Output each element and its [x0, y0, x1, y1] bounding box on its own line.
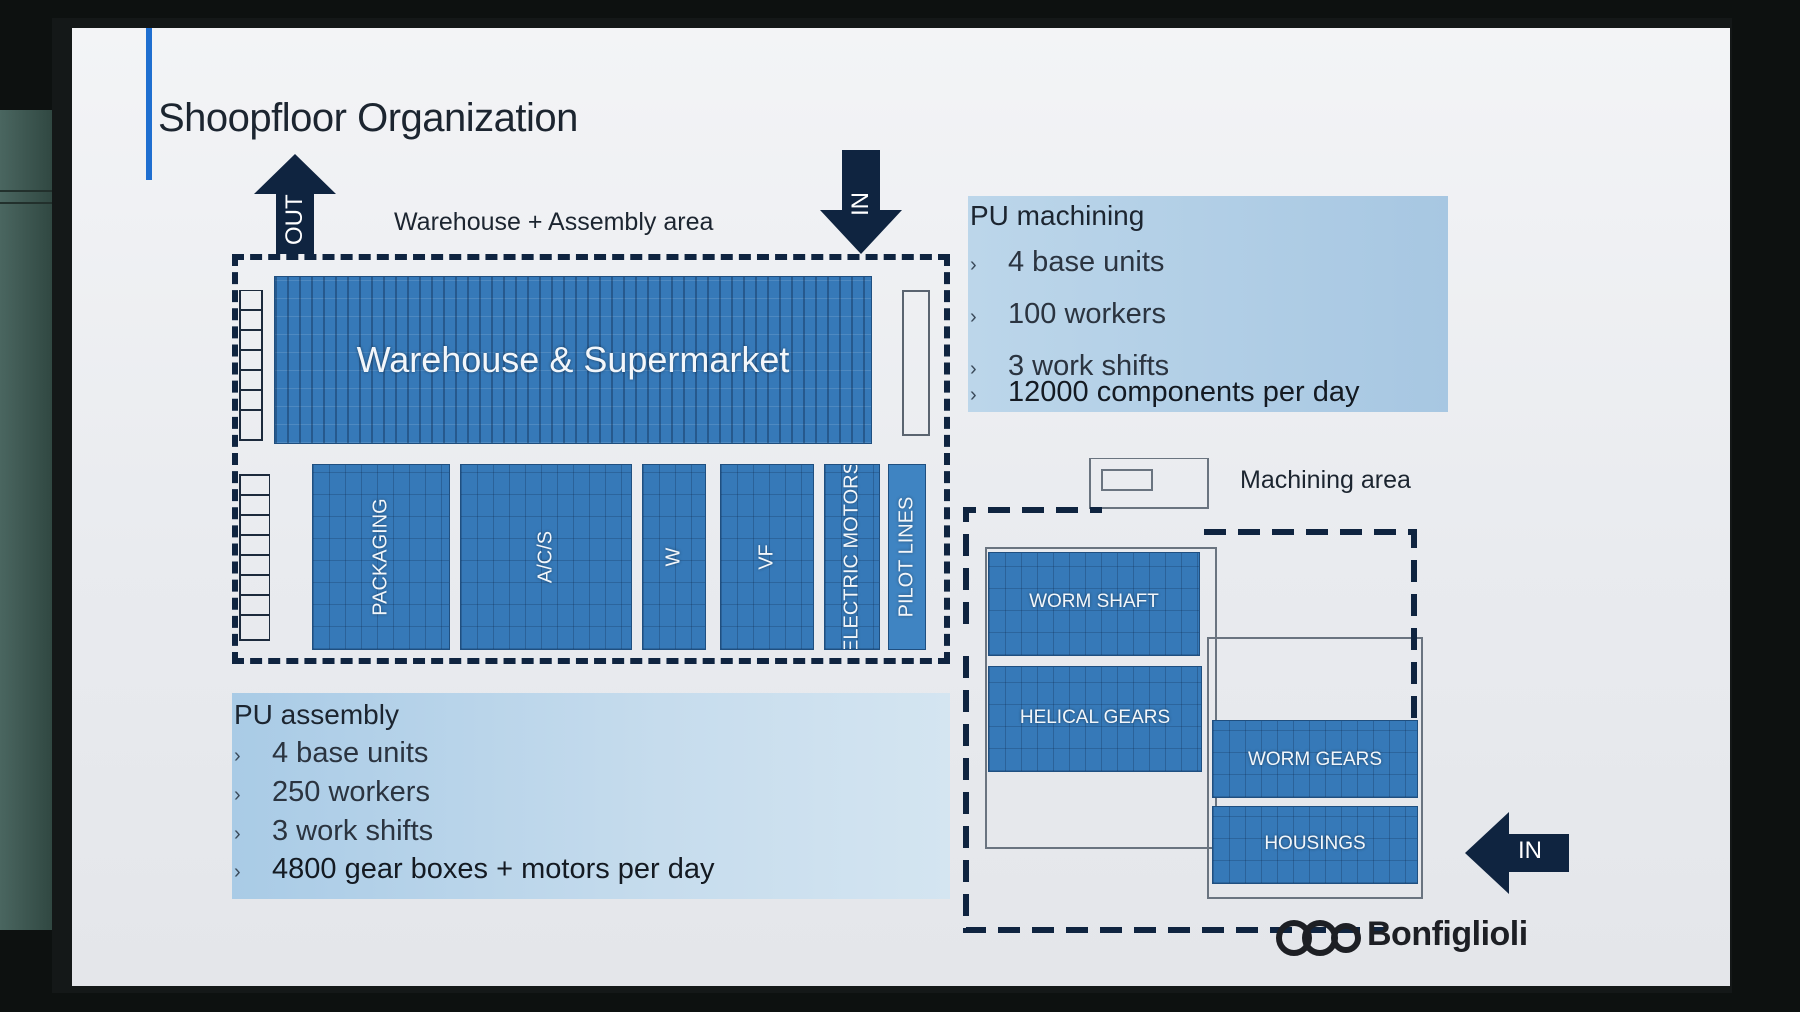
warehouse-assembly-area-label: Warehouse + Assembly area [394, 208, 714, 236]
slide-title: Shoopfloor Organization [158, 96, 578, 140]
machining-block-worm-shaft: WORM SHAFT [988, 552, 1200, 656]
list-item: ›4800 gear boxes + motors per day [234, 853, 715, 885]
warehouse-assembly-boundary [232, 254, 950, 664]
assembly-block-packaging: PACKAGING [312, 464, 450, 650]
machining-block-housings: HOUSINGS [1212, 806, 1418, 884]
in-arrow-right-icon [1465, 812, 1569, 894]
assembly-block-vf: VF [720, 464, 814, 650]
in-arrow-top-icon [820, 150, 902, 254]
list-item: ›12000 components per day [970, 376, 1360, 408]
machining-block-worm-gears: WORM GEARS [1212, 720, 1418, 798]
in-arrow-right-label: IN [1518, 837, 1542, 864]
pu-assembly-title: PU assembly [234, 699, 399, 730]
list-item: ›4 base units [234, 737, 429, 769]
machining-area-boundary [963, 507, 1417, 933]
assembly-block-pilot-lines: PILOT LINES [888, 464, 926, 650]
list-item: ›4 base units [970, 246, 1165, 278]
list-item: ›3 work shifts [234, 815, 434, 847]
warehouse-label: Warehouse & Supermarket [356, 339, 790, 380]
assembly-block-electric-motors: ELECTRIC MOTORS [824, 464, 880, 650]
dock-rack [239, 290, 270, 641]
pu-machining-title: PU machining [970, 200, 1145, 231]
warehouse-supermarket-block: Warehouse & Supermarket [274, 276, 872, 444]
in-arrow-top-label: IN [847, 192, 874, 216]
pu-assembly-box: PU assembly ›4 base units ›250 workers ›… [232, 693, 950, 899]
machining-area-label: Machining area [1240, 466, 1411, 494]
assembly-block-acs: A/C/S [460, 464, 632, 650]
brand-name: Bonfiglioli [1367, 915, 1528, 953]
title-accent-bar [146, 28, 152, 180]
pu-machining-box: PU machining ›4 base units ›100 workers … [968, 196, 1448, 412]
list-item: ›100 workers [970, 298, 1166, 330]
machining-block-helical-gears: HELICAL GEARS [988, 666, 1202, 772]
bonfiglioli-logo-icon [1276, 920, 1361, 956]
list-item: ›250 workers [234, 776, 430, 808]
list-item: ›3 work shifts [970, 350, 1170, 382]
out-arrow-icon [254, 154, 336, 254]
presentation-slide: Shoopfloor Organization OUT IN Warehouse… [72, 28, 1730, 986]
out-arrow-label: OUT [281, 194, 308, 245]
warehouse-side-room [902, 290, 930, 436]
machining-building-outline [985, 458, 1423, 899]
assembly-block-w: W [642, 464, 706, 650]
background-wall [0, 110, 55, 930]
